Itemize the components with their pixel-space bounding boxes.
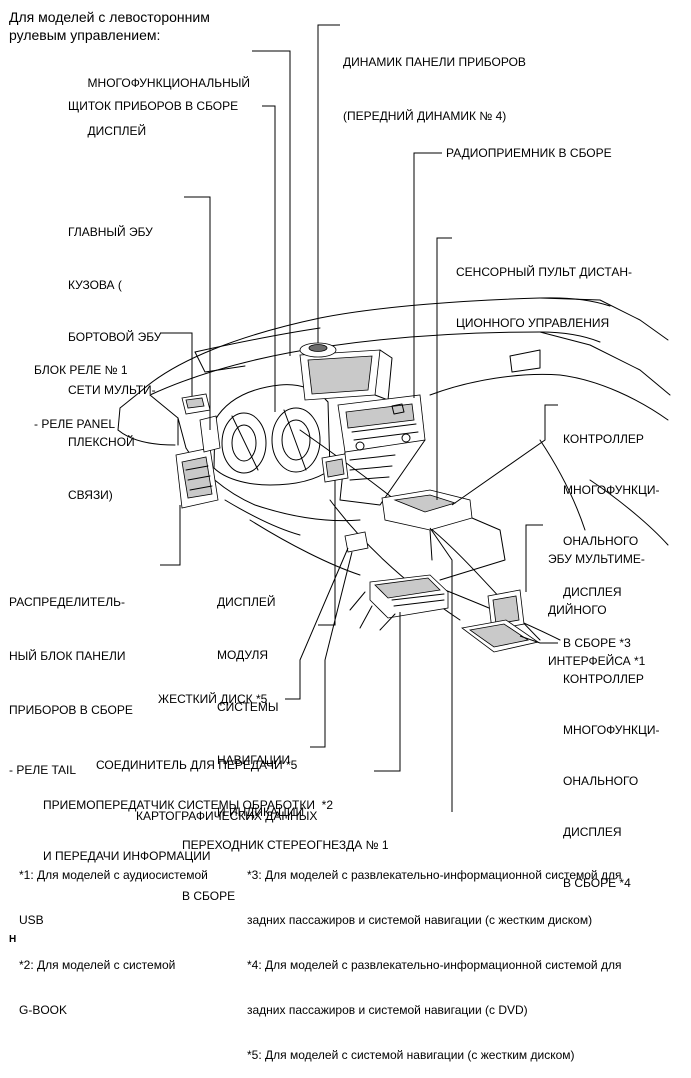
header-line-1: Для моделей с левосторонним bbox=[9, 9, 210, 25]
console-drawing bbox=[381, 489, 506, 581]
label-radio: РАДИОПРИЕМНИК В СБОРЕ bbox=[446, 146, 612, 160]
leader-lines bbox=[160, 24, 558, 812]
label-main-body-ecu: ГЛАВНЫЙ ЭБУ КУЗОВА ( БОРТОВОЙ ЭБУ СЕТИ М… bbox=[68, 225, 162, 502]
multimedia-ecu-drawing bbox=[487, 589, 525, 631]
footnotes-left: *1: Для моделей с аудиосистемой USB *2: … bbox=[19, 868, 208, 1017]
transceiver-drawing bbox=[349, 574, 449, 631]
label-instrument-cluster: ЩИТОК ПРИБОРОВ В СБОРЕ bbox=[68, 99, 239, 113]
label-junction-block: РАСПРЕДЕЛИТЕЛЬ- НЫЙ БЛОК ПАНЕЛИ ПРИБОРОВ… bbox=[9, 595, 133, 777]
label-controller-3: КОНТРОЛЛЕР МНОГОФУНКЦИ- ОНАЛЬНОГО ДИСПЛЕ… bbox=[563, 432, 660, 650]
label-multi-display: МНОГОФУНКЦИОНАЛЬНЫЙ ДИСПЛЕЙ bbox=[87, 76, 250, 138]
label-speaker: ДИНАМИК ПАНЕЛИ ПРИБОРОВ (ПЕРЕДНИЙ ДИНАМИ… bbox=[343, 55, 526, 123]
footnotes-right: *3: Для моделей с развлекательно-информа… bbox=[247, 868, 622, 1062]
instrument-cluster-drawing bbox=[213, 384, 331, 486]
label-touch-remote: СЕНСОРНЫЙ ПУЛЬТ ДИСТАН- ЦИОННОГО УПРАВЛЕ… bbox=[456, 265, 633, 330]
junction-block-drawing bbox=[175, 447, 219, 509]
center-stack-drawing bbox=[337, 394, 426, 506]
nav-module-drawing bbox=[321, 453, 369, 553]
label-multimedia-ecu: ЭБУ МУЛЬТИМЕ- ДИЙНОГО ИНТЕРФЕЙСА *1 bbox=[548, 552, 646, 668]
main-body-ecu-drawing bbox=[199, 415, 221, 453]
relay-block-drawing bbox=[181, 393, 211, 415]
label-relay-block: БЛОК РЕЛЕ № 1 - РЕЛЕ PANEL bbox=[34, 363, 128, 431]
label-controller-4: КОНТРОЛЛЕР МНОГОФУНКЦИ- ОНАЛЬНОГО ДИСПЛЕ… bbox=[563, 672, 660, 890]
label-nav-display: ДИСПЛЕЙ МОДУЛЯ СИСТЕМЫ НАВИГАЦИИ И ИНДИК… bbox=[217, 595, 305, 819]
speaker-drawing bbox=[299, 342, 337, 358]
label-stereo-adapter: ПЕРЕХОДНИК СТЕРЕОГНЕЗДА № 1 В СБОРЕ bbox=[182, 838, 389, 903]
label-hard-disk: ЖЕСТКИЙ ДИСК *5 bbox=[158, 692, 268, 706]
label-transceiver: ПРИЕМОПЕРЕДАТЧИК СИСТЕМЫ ОБРАБОТКИ *2 И … bbox=[43, 798, 333, 863]
dashboard-diagram bbox=[117, 24, 671, 812]
header-line-2: рулевым управлением: bbox=[9, 27, 161, 43]
label-map-connector: СОЕДИНИТЕЛЬ ДЛЯ ПЕРЕДАЧИ *5 КАРТОГРАФИЧЕ… bbox=[96, 758, 318, 823]
corner-mark: H bbox=[9, 934, 17, 945]
multifunction-display-drawing bbox=[299, 349, 393, 401]
